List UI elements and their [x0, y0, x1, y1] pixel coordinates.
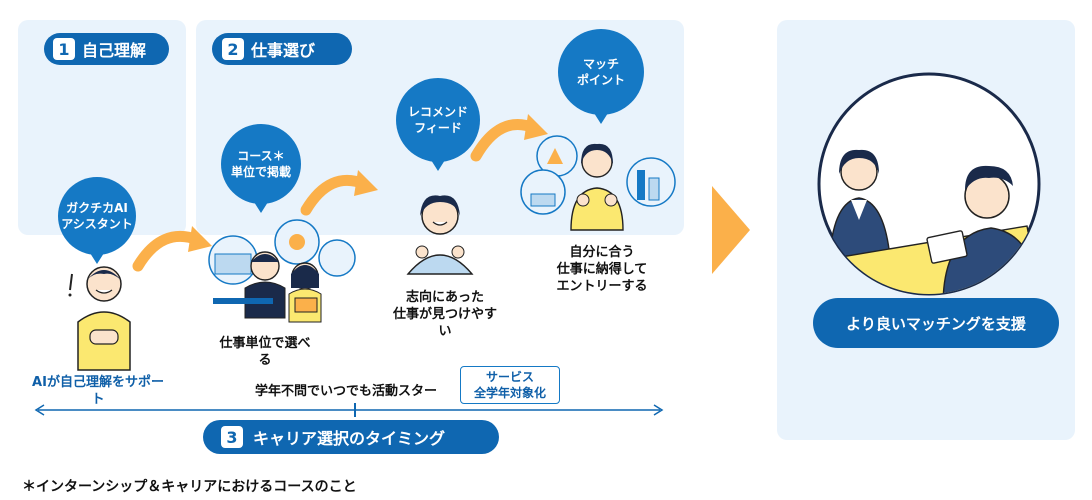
timeline-axis: [34, 403, 664, 417]
footnote: ＊インターンシップ＆キャリアにおけるコースのこと: [22, 479, 357, 495]
step2-number: 2: [222, 38, 244, 60]
happy-girl-illustration: [406, 195, 474, 275]
service-note-box: サービス 全学年対象化: [460, 366, 560, 404]
step1-pill: 1 自己理解: [44, 33, 169, 65]
match-point-bubble: マッチ ポイント: [558, 29, 644, 115]
step1-number: 1: [53, 38, 75, 60]
curved-arrow-3-icon: [470, 114, 548, 162]
anytime-start-label: 学年不問でいつでも活動スター: [255, 384, 438, 399]
entry-girl-illustration: [520, 135, 676, 231]
ai-assistant-bubble: ガクチカAI アシスタント: [58, 177, 136, 255]
job-unit-caption: 仕事単位で選べ る: [219, 336, 311, 368]
course-unit-bubble: コース＊ 単位で掲載: [221, 124, 301, 204]
step3-pill: 3 キャリア選択のタイミング: [203, 420, 499, 454]
interview-scene-illustration: [817, 72, 1041, 296]
easy-find-caption: 志向にあった 仕事が見つけやす い: [392, 290, 497, 339]
step3-label: キャリア選択のタイミング: [253, 429, 446, 448]
step1-label: 自己理解: [82, 41, 147, 60]
step2-pill: 2 仕事選び: [212, 33, 352, 65]
better-matching-pill: より良いマッチングを支援: [813, 298, 1059, 348]
student-laptop-illustration: [208, 219, 356, 323]
step3-number: 3: [221, 426, 243, 448]
step2-label: 仕事選び: [251, 41, 316, 60]
recommend-feed-bubble: レコメンド フィード: [396, 78, 480, 162]
ai-support-caption: AIが自己理解をサポー ト: [32, 375, 164, 407]
entry-caption: 自分に合う 仕事に納得して エントリーする: [556, 245, 648, 294]
student-thinking-illustration: [68, 266, 131, 371]
curved-arrow-2-icon: [300, 170, 378, 216]
curved-arrow-1-icon: [132, 226, 212, 272]
better-matching-label: より良いマッチングを支援: [846, 314, 1026, 333]
next-chevron-icon: [712, 186, 750, 274]
